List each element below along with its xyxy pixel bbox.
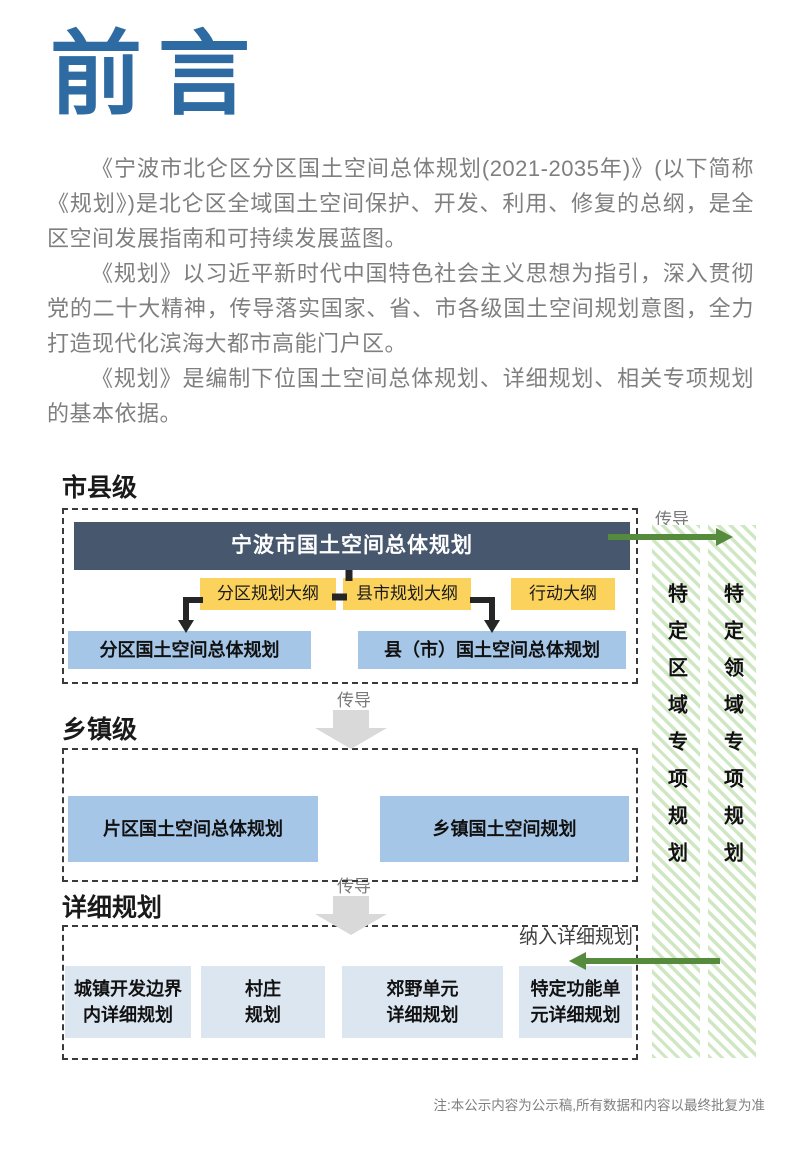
plan-box-township: 乡镇国土空间规划: [380, 796, 629, 862]
township-dashed-box: [62, 748, 638, 882]
detail-box-special-function-unit-line2: 元详细规划: [530, 1005, 621, 1025]
section-heading-township: 乡镇级: [62, 716, 138, 744]
section-heading-city-county: 市县级: [62, 474, 138, 502]
detail-box-countryside-unit: 郊野单元 详细规划: [342, 966, 503, 1038]
intro-paragraphs: 《宁波市北仑区分区国土空间总体规划(2021-2035年)》(以下简称《规划》)…: [47, 151, 754, 431]
outline-box-action: 行动大纲: [511, 578, 615, 610]
plan-box-area-master: 片区国土空间总体规划: [68, 796, 318, 862]
outline-box-county-city: 县市规划大纲: [343, 578, 471, 610]
transmit-label-right: 传导: [655, 510, 689, 529]
plan-box-district-master: 分区国土空间总体规划: [68, 631, 311, 669]
section-heading-detailed: 详细规划: [62, 894, 163, 922]
detail-box-village: 村庄 规划: [201, 966, 325, 1038]
transmit-label-mid-1: 传导: [337, 691, 371, 710]
intro-paragraph-1: 《宁波市北仑区分区国土空间总体规划(2021-2035年)》(以下简称《规划》)…: [47, 156, 754, 251]
detail-box-village-line2: 规划: [245, 1005, 281, 1025]
special-region-plan-label: 特定区域专项规划: [664, 583, 687, 879]
detail-box-countryside-unit-line2: 详细规划: [386, 1005, 459, 1025]
detail-box-village-line1: 村庄: [245, 979, 281, 999]
detail-box-urban-boundary-line1: 城镇开发边界: [74, 979, 182, 999]
special-region-plan-bar: 特定区域专项规划: [652, 525, 700, 1058]
detail-box-urban-boundary: 城镇开发边界 内详细规划: [65, 966, 191, 1038]
detail-box-countryside-unit-line1: 郊野单元: [386, 979, 459, 999]
page-title: 前言: [50, 20, 267, 128]
detail-box-special-function-unit: 特定功能单 元详细规划: [519, 966, 632, 1038]
block-down-arrow-1-icon: [315, 710, 387, 749]
plan-box-county-master: 县（市）国土空间总体规划: [358, 631, 626, 669]
detail-box-urban-boundary-line2: 内详细规划: [83, 1005, 173, 1025]
outline-box-subdistrict: 分区规划大纲: [200, 578, 336, 610]
detail-box-special-function-unit-line1: 特定功能单: [530, 979, 621, 999]
intro-paragraph-2: 《规划》以习近平新时代中国特色社会主义思想为指引，深入贯彻党的二十大精神，传导落…: [47, 261, 754, 356]
incorporate-label: 纳入详细规划: [518, 927, 633, 948]
master-plan-bar: 宁波市国土空间总体规划: [74, 522, 630, 570]
special-field-plan-label: 特定领域专项规划: [720, 583, 743, 879]
disclaimer-note: 注:本公示内容为公示稿,所有数据和内容以最终批复为准: [433, 1098, 765, 1113]
special-field-plan-bar: 特定领域专项规划: [708, 525, 756, 1058]
city-county-dashed-box: [62, 508, 638, 684]
intro-paragraph-3: 《规划》是编制下位国土空间总体规划、详细规划、相关专项规划的基本依据。: [47, 366, 754, 426]
